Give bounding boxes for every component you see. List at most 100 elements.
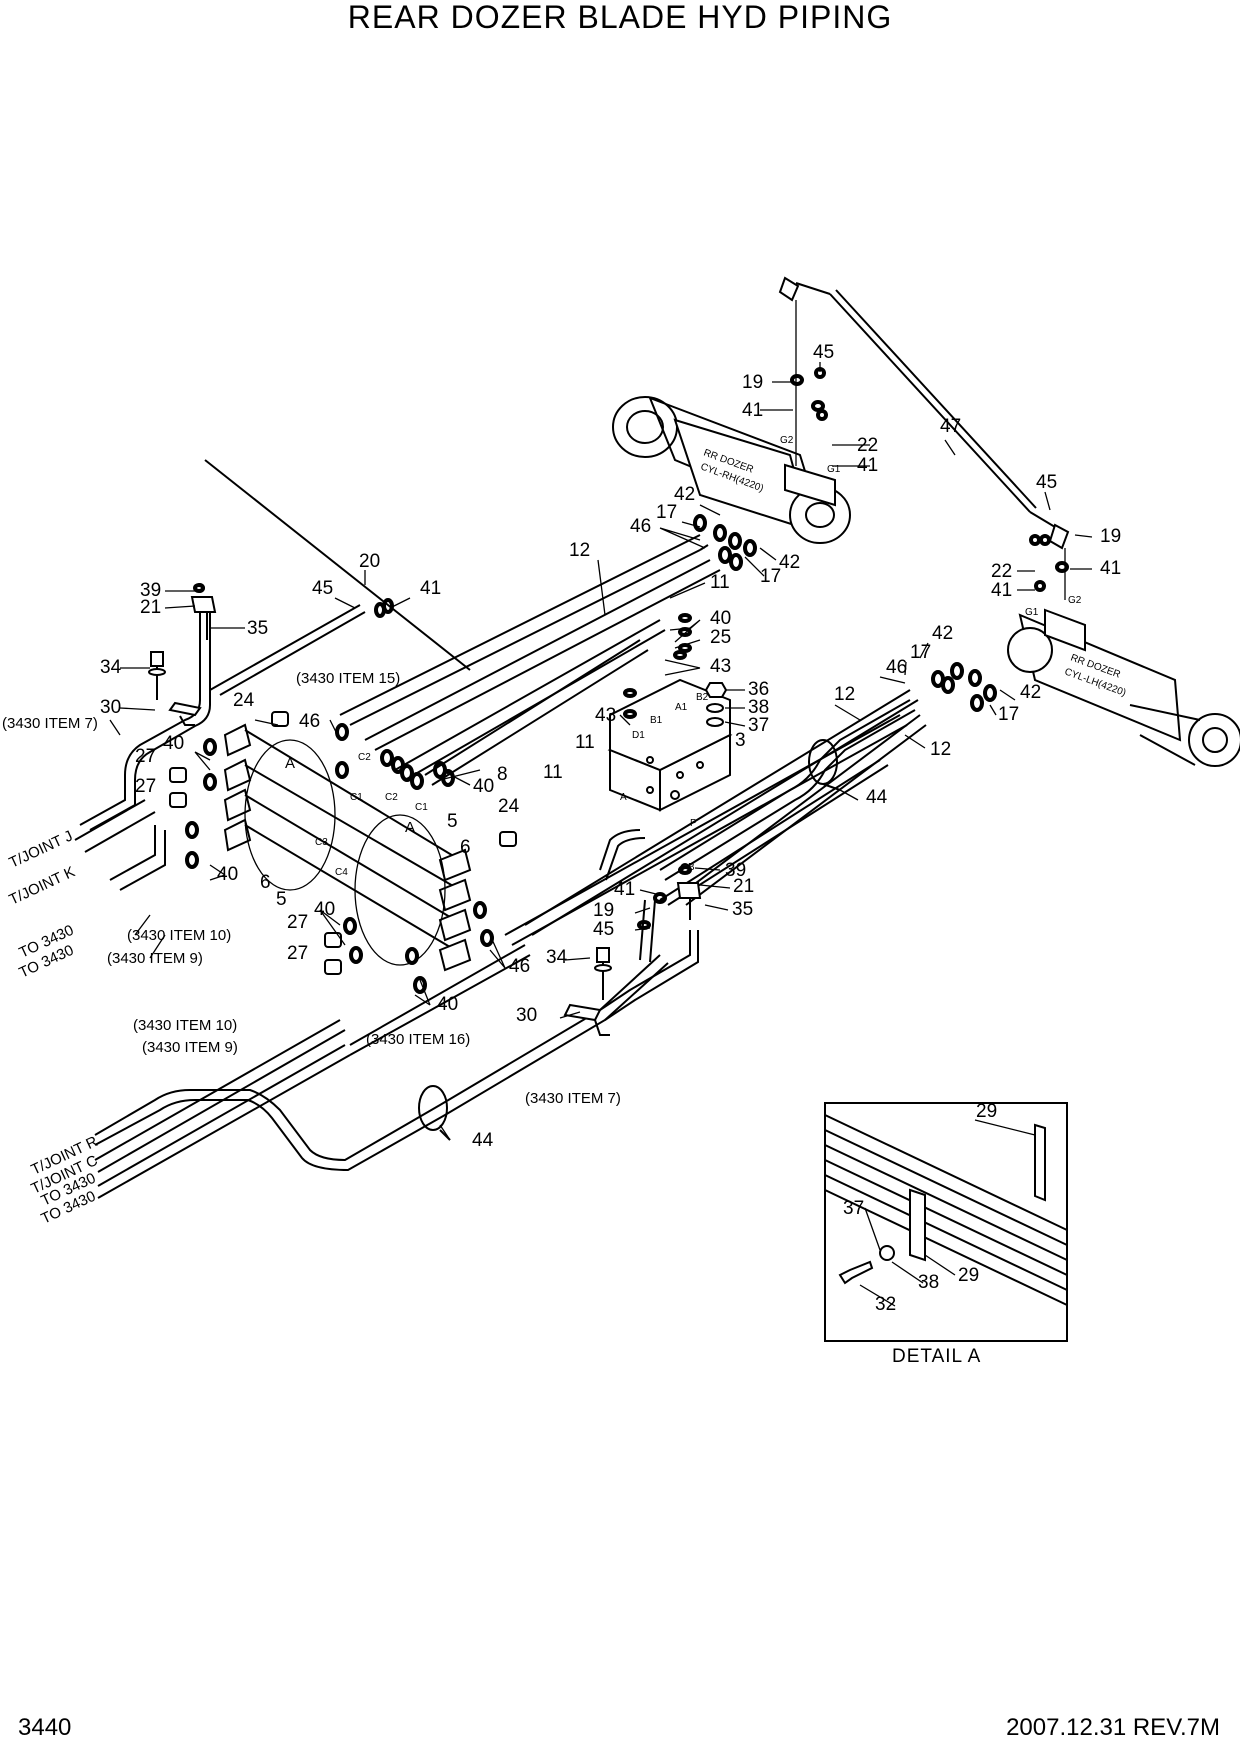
svg-text:B1: B1 [650,715,663,726]
callout: 24 [233,690,255,711]
clamp-30-left [168,701,202,726]
callout: 27 [287,912,308,933]
o-ring [970,694,984,712]
port-g1-rh: G1 [827,464,841,475]
callout: 6 [460,837,471,858]
o-ring [623,688,637,698]
callout: 19 [742,372,763,393]
svg-text:A: A [620,792,627,803]
o-ring [623,709,637,719]
cylinder-lh: RR DOZER CYL-LH(4220) G1 G2 [1007,595,1240,767]
callout: 42 [674,484,695,505]
o-ring [728,532,742,550]
callout: 17 [760,566,781,587]
callout: 40 [710,608,731,629]
callout: 41 [742,400,763,421]
svg-text:C2: C2 [385,792,398,803]
o-ring [382,598,394,614]
callout: 40 [217,864,238,885]
callout: 11 [575,732,595,753]
callout: 37 [748,715,769,736]
port-g2-rh: G2 [780,435,794,446]
callout: 45 [593,919,614,940]
callout: 41 [614,879,635,900]
o-ring [193,583,205,593]
o-ring [335,761,349,779]
svg-text:P: P [690,818,697,829]
o-ring [673,650,687,660]
bolt-34-bottom [594,947,612,1000]
bolt-34-left [148,651,166,700]
callout: 27 [135,776,156,797]
nut-washer-36-38-37 [704,682,728,727]
callout: 46 [630,516,651,537]
valve-block: D1 B1 A1 B2 A P B [607,678,733,873]
callouts: 45 19 41 47 22 41 42 17 46 42 17 45 19 4… [100,342,1121,1315]
svg-text:D1: D1 [632,730,645,741]
callout: 12 [569,540,590,561]
callout: 37 [843,1198,864,1219]
o-ring [637,920,651,930]
callout: 45 [1036,472,1057,493]
callout: 43 [595,705,616,726]
o-ring [203,773,217,791]
o-ring-group [185,367,1069,994]
o-ring [1029,534,1041,546]
ref-item7-left: (3430 ITEM 7) [2,715,98,732]
callout: 32 [875,1294,896,1315]
svg-text:B: B [688,862,695,873]
o-ring [790,374,804,386]
o-ring [743,539,757,557]
svg-text:A1: A1 [675,702,688,713]
o-ring [1039,534,1051,546]
page-number: 3440 [18,1714,72,1741]
callout: 40 [437,994,458,1015]
callout: 47 [940,416,961,437]
revision-date: 2007.12.31 REV.7M [1006,1714,1220,1741]
o-ring [1055,561,1069,573]
o-ring [729,553,743,571]
callout: 46 [509,956,530,977]
hose-bundle-upper [339,534,721,786]
detail-a-panel [824,1102,1068,1342]
o-ring [718,546,732,564]
callout: 11 [543,762,563,783]
callout: 24 [498,796,520,817]
callout: 43 [710,656,731,677]
callout: 34 [100,657,122,678]
o-ring [410,772,424,790]
callout: 25 [710,627,731,648]
o-ring [816,409,828,421]
section-mark-a1: A [285,755,295,772]
callout: 29 [976,1101,997,1122]
o-ring [968,669,982,687]
o-ring [480,929,494,947]
callout: 30 [516,1005,537,1026]
callout: 38 [918,1272,939,1293]
callout: 40 [163,733,184,754]
o-ring [713,524,727,542]
o-ring [941,676,955,694]
callout: 36 [748,679,769,700]
callout: 19 [1100,526,1121,547]
callout: 17 [910,642,931,663]
svg-text:C3: C3 [315,837,328,848]
clamp-44-right [808,739,841,791]
svg-text:C1: C1 [350,792,363,803]
callout: 19 [593,900,614,921]
callout: 11 [710,572,730,593]
callout: 41 [991,580,1012,601]
pipe-47 [829,289,1037,513]
o-ring [1034,580,1046,592]
callout: 22 [991,561,1012,582]
callout: 40 [473,776,494,797]
detail-caption: DETAIL A [892,1346,982,1367]
callout: 38 [748,697,769,718]
callout: 44 [866,787,888,808]
port-g2-lh: G2 [1068,595,1082,606]
ref-item10-a: (3430 ITEM 10) [127,927,231,944]
callout: 40 [314,899,335,920]
o-ring [653,892,667,904]
callout: 42 [779,552,800,573]
